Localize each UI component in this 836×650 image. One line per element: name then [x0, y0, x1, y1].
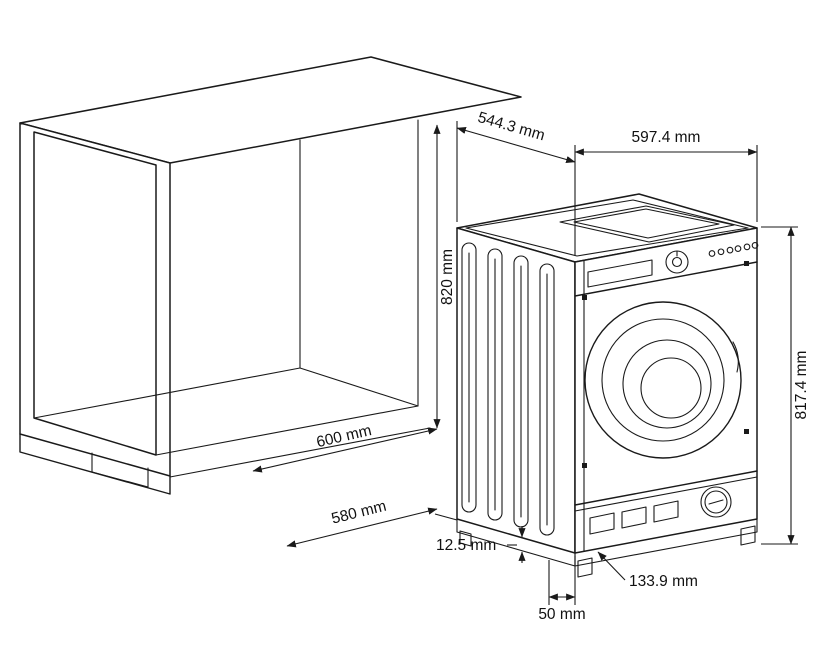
control-buttons	[708, 242, 759, 257]
door-rim	[601, 318, 725, 442]
side-rail-1	[461, 242, 477, 513]
dimension-machine-width: 597.4 mm	[574, 129, 758, 222]
washing-machine-drawing	[456, 193, 759, 578]
dimension-foot-offset: 50 mm	[538, 556, 586, 623]
dim-label-133-9: 133.9 mm	[629, 573, 698, 590]
door-glass	[622, 339, 712, 429]
pump-filter-cap	[700, 486, 732, 518]
front-right-foot	[740, 525, 756, 546]
door-handle	[732, 341, 739, 373]
dim-label-600: 600 mm	[315, 422, 373, 451]
vent-slot-1	[589, 512, 615, 535]
cabinet-niche-drawing	[19, 56, 522, 495]
dimension-niche-600: 600 mm	[252, 422, 438, 473]
washer-top-panel	[465, 199, 749, 257]
dimension-niche-580: 580 mm	[286, 498, 458, 548]
dimension-bottom-gap: 12.5 mm	[436, 526, 526, 563]
cabinet-plinth	[19, 433, 171, 495]
side-rail-3	[513, 255, 529, 528]
mounting-screws	[582, 261, 749, 468]
side-rails	[461, 242, 555, 536]
dimension-machine-height: 817.4 mm	[761, 226, 810, 545]
vent-slot-2	[621, 506, 647, 529]
dim-label-597: 597.4 mm	[632, 129, 701, 146]
washer-side-panel	[456, 227, 576, 554]
dim-label-50: 50 mm	[538, 606, 585, 623]
dim-label-817: 817.4 mm	[793, 351, 810, 420]
dim-label-820: 820 mm	[439, 249, 456, 305]
vent-slot-3	[653, 500, 679, 523]
dimension-plinth-offset: 133.9 mm	[597, 551, 698, 590]
dimension-niche-height: 820 mm	[433, 124, 456, 429]
door-outer-ring	[584, 301, 742, 459]
dim-label-12-5: 12.5 mm	[436, 537, 496, 554]
dim-label-544: 544.3 mm	[476, 109, 547, 144]
front-left-foot	[577, 557, 593, 578]
kick-panel	[574, 470, 758, 535]
back-left-foot	[459, 530, 472, 547]
side-rail-2	[487, 248, 503, 521]
washer-front-face	[574, 227, 758, 554]
side-rail-4	[539, 263, 555, 536]
program-knob	[665, 250, 689, 274]
door-assembly	[584, 301, 742, 459]
detergent-drawer	[587, 259, 653, 288]
